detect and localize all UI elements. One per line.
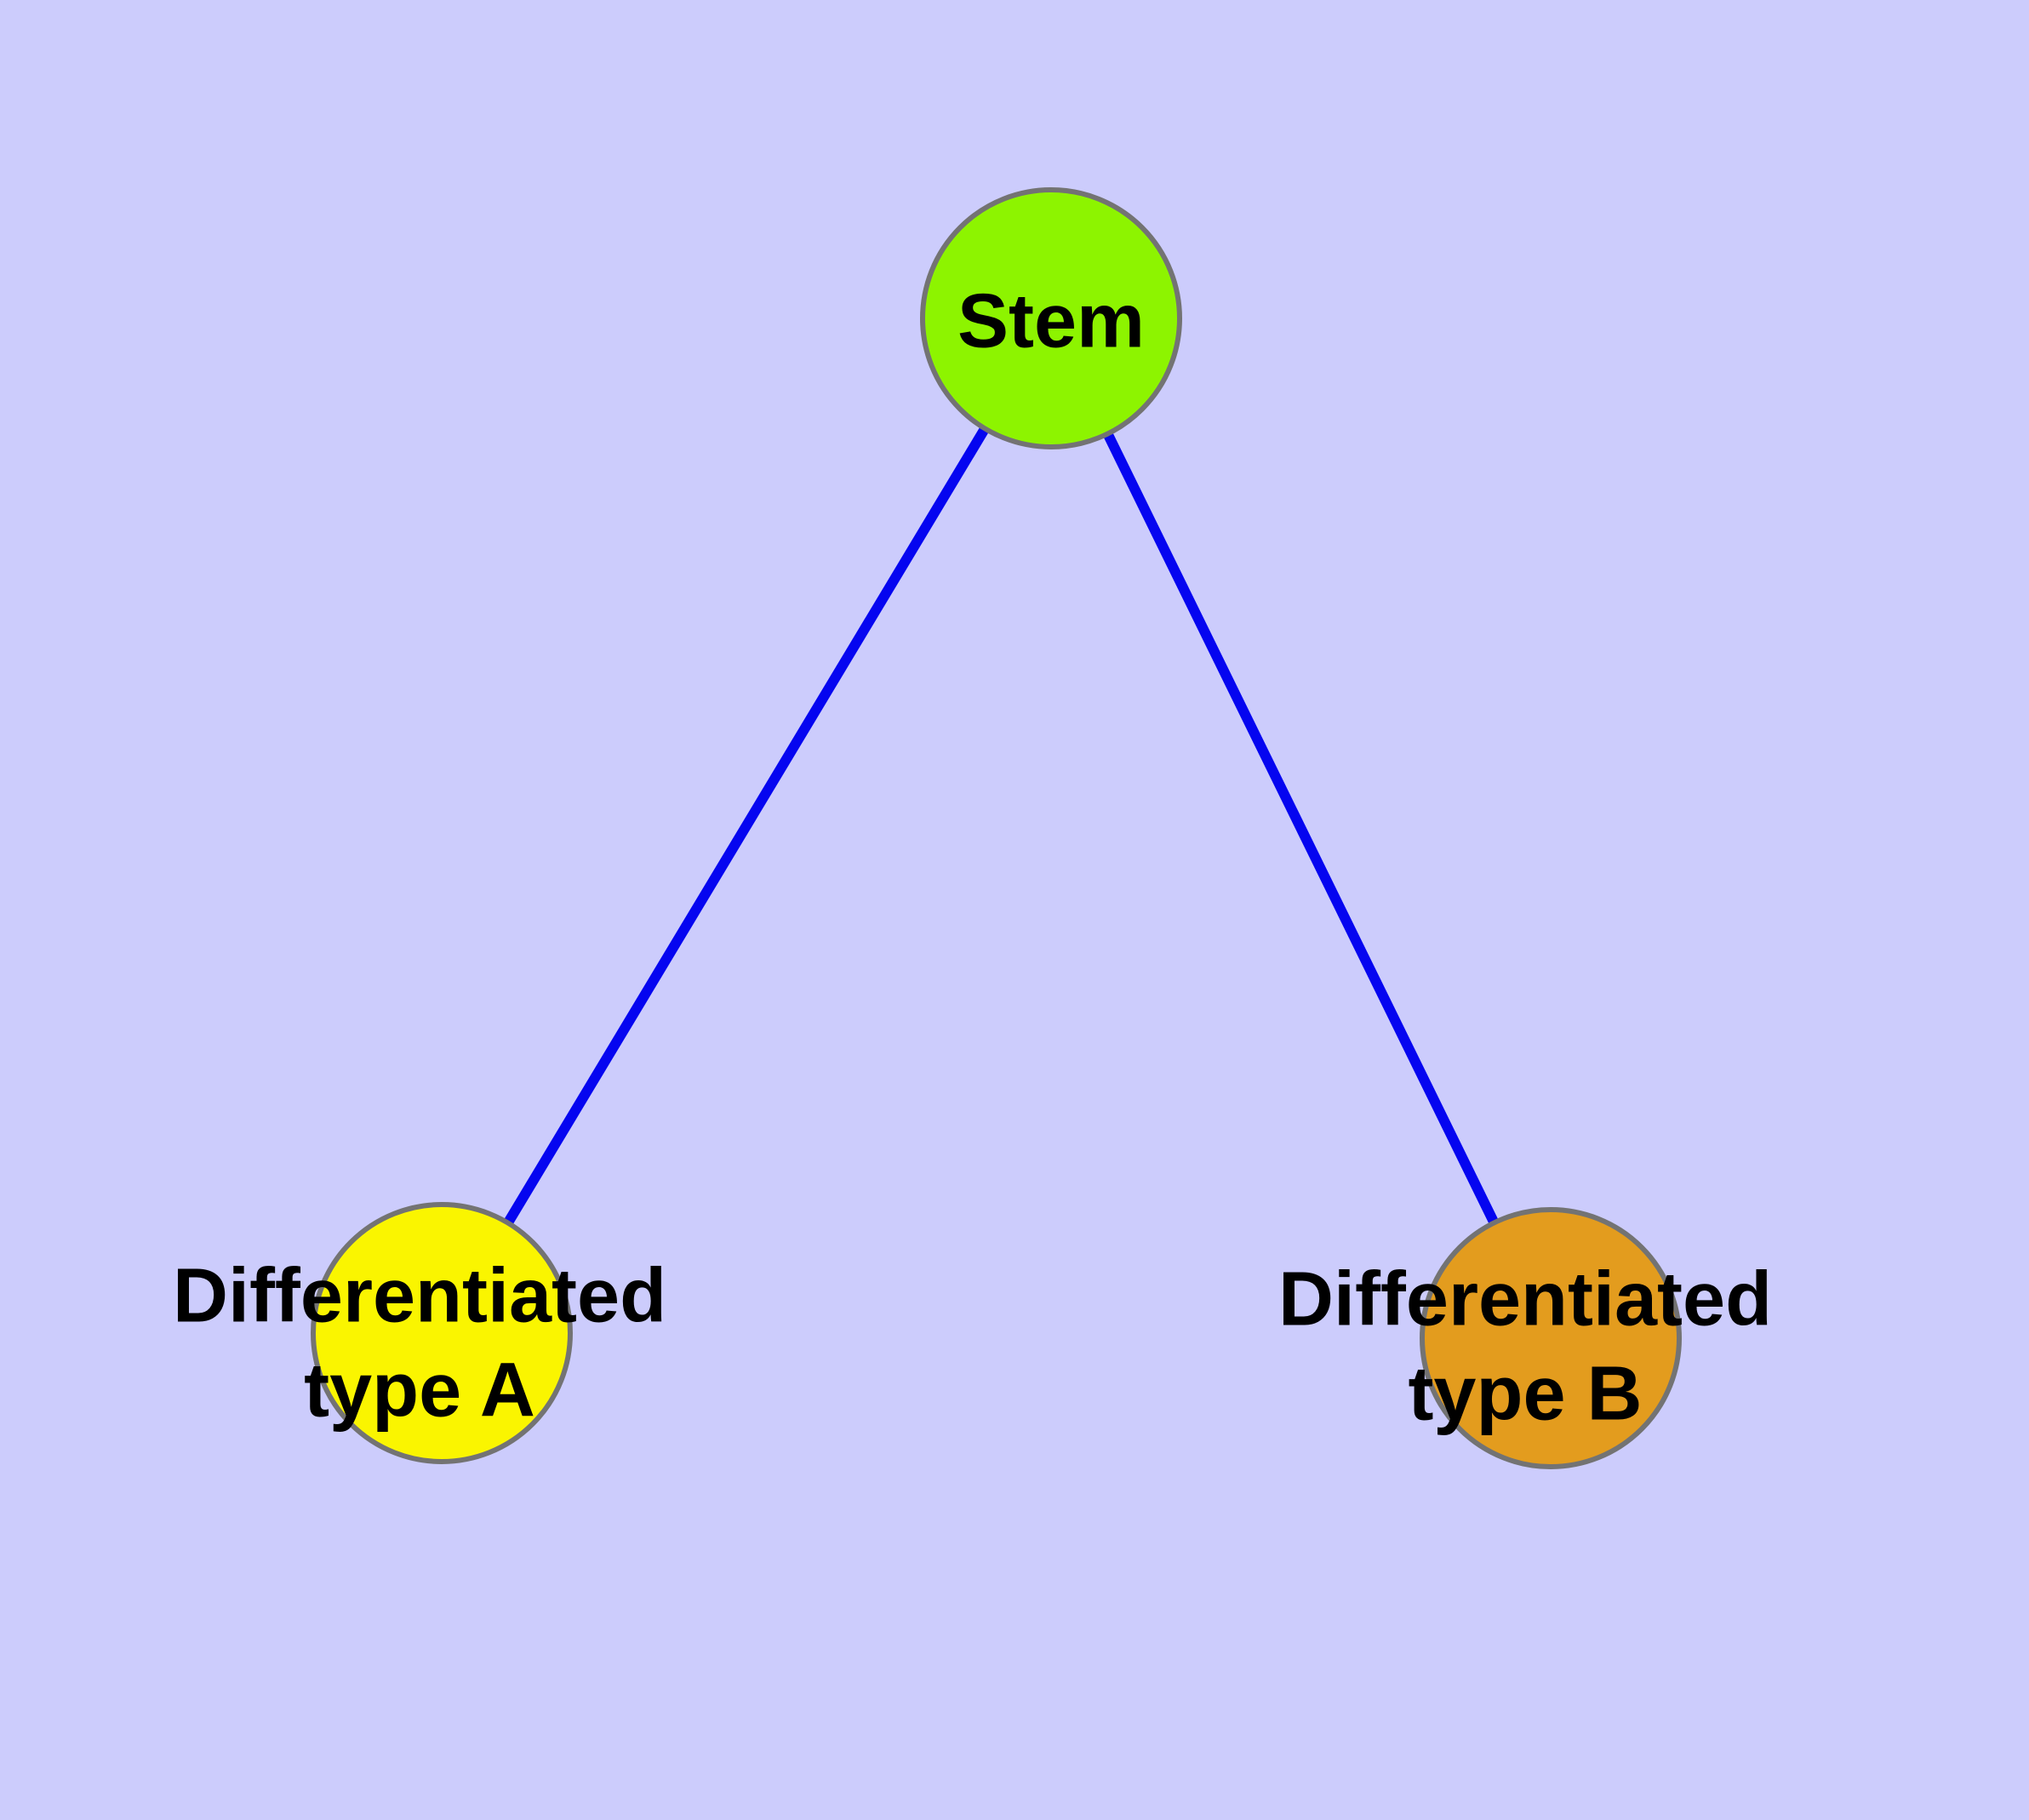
edge-stem-type-b xyxy=(1046,316,1556,1341)
edge-stem-type-a xyxy=(437,315,1056,1336)
node-type-a[interactable] xyxy=(311,1202,573,1464)
node-stem[interactable] xyxy=(920,187,1182,449)
node-type-b[interactable] xyxy=(1420,1207,1682,1469)
